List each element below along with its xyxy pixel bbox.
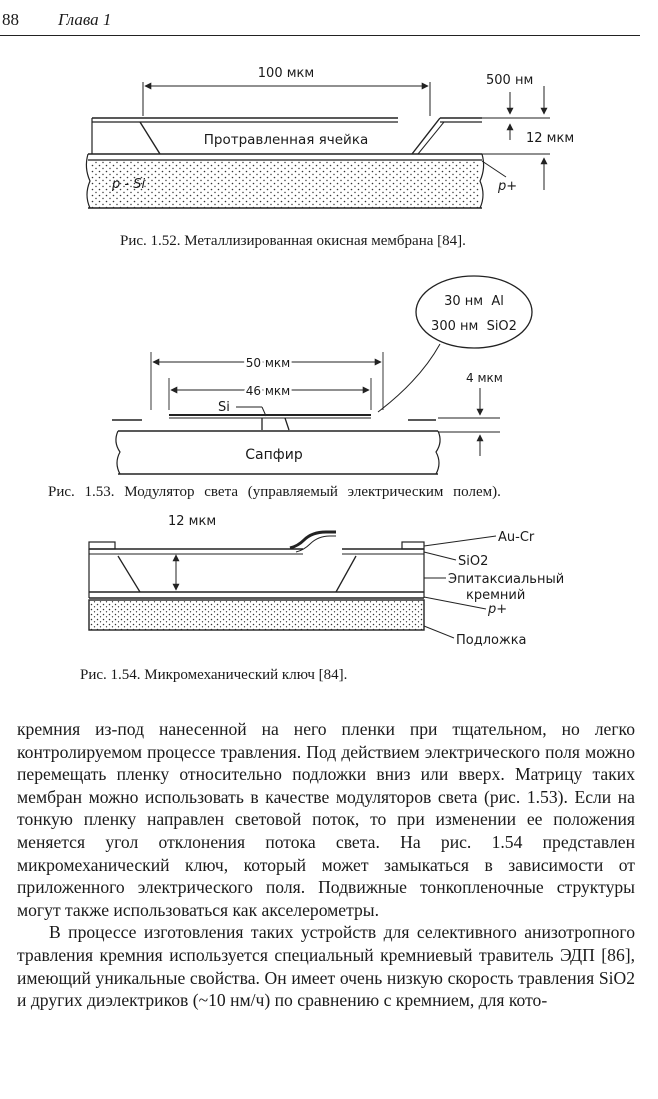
body-text: кремния из-под нанесенной на него пленки… [17,718,635,1012]
fig153-bubble-line2: 300 нм SiO2 [431,319,517,334]
fig153-caption: Рис. 1.53. Модулятор света (управляемый … [48,484,501,500]
fig152-depth-label: 12 мкм [526,131,574,146]
fig154-epi-label-2: кремний [466,588,525,603]
paragraph-1: кремния из-под нанесенной на него пленки… [17,719,635,920]
fig153-sapphire [115,430,441,475]
fig154-aucr-label: Au-Cr [498,530,535,545]
figure-1-54: 12 мкм Au-Cr SiO2 Эпитаксиальный кремний… [88,514,564,648]
fig153-inner-label: 46 мкм [246,384,290,398]
fig154-epi-label-1: Эпитаксиальный [448,572,564,587]
page-header: 88 Глава 1 [0,6,640,36]
fig153-outer-label: 50 мкм [246,356,290,370]
fig152-substrate-label: p - Si [111,177,145,192]
fig152-structure [85,117,485,209]
fig152-caption: Рис. 1.52. Металлизированная окисная мем… [120,233,466,249]
fig153-gap-label: 4 мкм [466,371,503,385]
fig154-caption: Рис. 1.54. Микромеханический ключ [84]. [80,667,348,683]
fig152-cell-label: Протравленная ячейка [204,132,369,148]
fig154-depth-label: 12 мкм [168,514,216,529]
fig154-structure [88,530,425,631]
page-number: 88 [2,10,19,29]
paragraph-2: В процессе изготовления таких устройств … [17,922,635,1011]
fig154-p-label: p+ [487,602,507,617]
fig152-metal-label: 500 нм [486,73,533,88]
figure-1-53: 30 нм Al 300 нм SiO2 50 мкм 46 мкм Si Са… [112,275,533,475]
fig154-sio2-label: SiO2 [458,554,488,569]
chapter-title: Глава 1 [58,10,112,29]
fig153-bubble-line1: 30 нм Al [444,294,504,309]
figure-1-52: 100 мкм 500 нм 12 мкм Протравленная ячей… [85,66,574,209]
fig154-substrate-label: Подложка [456,633,527,648]
fig152-doped-label: p+ [497,179,517,194]
fig153-si-label: Si [218,400,230,415]
fig153-sapphire-label: Сапфир [245,447,303,463]
fig152-width-label: 100 мкм [258,66,314,81]
fig153-membrane [169,414,371,431]
header-rule [0,35,640,36]
